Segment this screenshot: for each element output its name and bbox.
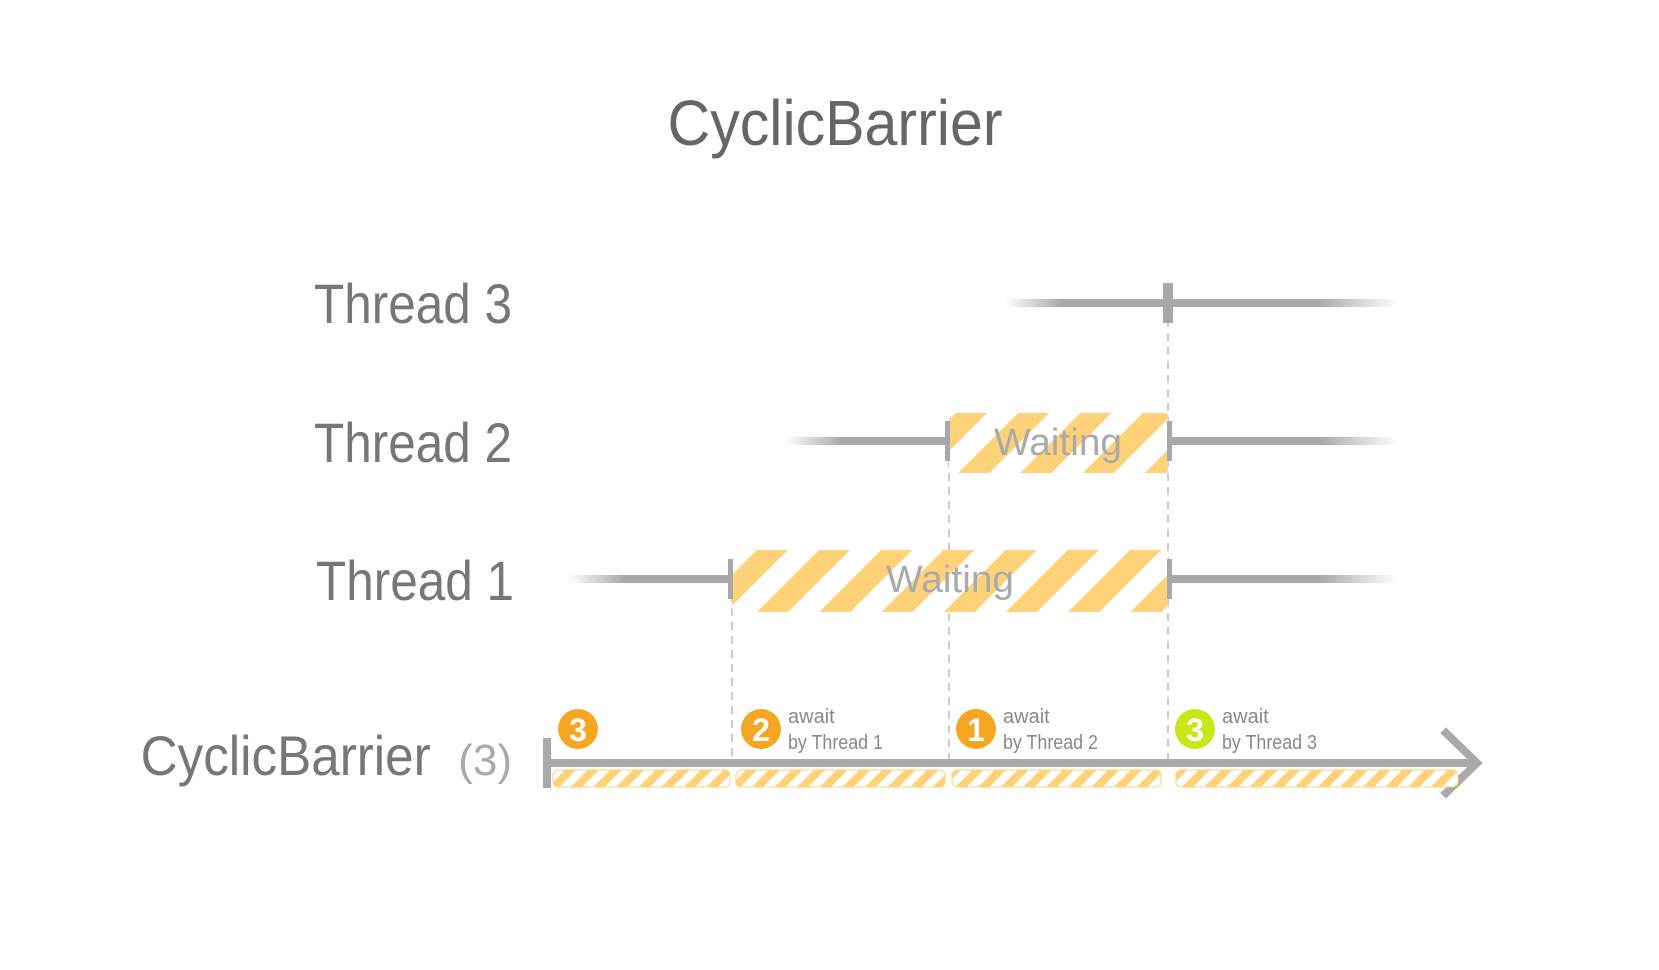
count-badge-3-initial-text: 3	[569, 712, 587, 748]
thread-2-timeline: Waiting	[785, 413, 1398, 473]
count-badge-1-text: 1	[967, 712, 985, 748]
diagram-title: CyclicBarrier	[668, 87, 1003, 159]
stage-4-by-label: by Thread 3	[1222, 732, 1317, 754]
thread-2-waiting-label: Waiting	[994, 422, 1122, 464]
thread-1-label: Thread 1	[316, 549, 514, 612]
thread-2-waiting-bar	[949, 413, 1168, 473]
thread-3-line-after	[1168, 299, 1398, 307]
thread-2-await-tick	[945, 421, 950, 461]
barrier-axis-line	[547, 759, 1477, 767]
barrier-stage-bar-3	[951, 769, 1162, 788]
stage-2-by-label: by Thread 1	[788, 732, 883, 754]
thread-3-line-before	[1005, 299, 1168, 307]
thread-3-await-tick	[1163, 283, 1173, 323]
stage-3-await-label: await	[1003, 706, 1050, 728]
thread-1-line-after	[1172, 575, 1398, 583]
count-badge-3-reset-text: 3	[1186, 712, 1204, 748]
thread-2-line-after	[1172, 437, 1398, 445]
stage-3-by-label: by Thread 2	[1003, 732, 1098, 754]
thread-2-line-before	[785, 437, 949, 445]
thread-3-timeline	[1005, 283, 1398, 323]
thread-1-await-tick	[728, 559, 733, 599]
count-badge-3-initial	[558, 709, 598, 749]
thread-2-release-tick	[1167, 421, 1172, 461]
barrier-name: CyclicBarrier	[141, 724, 431, 787]
thread-3-label: Thread 3	[314, 272, 512, 335]
barrier-stage-1: 3	[558, 709, 598, 749]
barrier-stage-bar-1	[552, 769, 731, 788]
count-badge-2	[741, 709, 781, 749]
thread-1-line-before	[568, 575, 732, 583]
stage-2-await-label: await	[788, 706, 835, 728]
barrier-stage-bar-2	[735, 769, 946, 788]
count-badge-2-text: 2	[752, 712, 770, 748]
thread-1-waiting-label: Waiting	[886, 559, 1014, 601]
count-badge-3-reset	[1175, 709, 1215, 749]
thread-1-release-tick	[1167, 559, 1172, 599]
barrier-stage-bar-4	[1175, 769, 1459, 788]
stage-4-await-label: await	[1222, 706, 1269, 728]
barrier-stage-2: 2 await by Thread 1	[741, 706, 883, 754]
barrier-stage-4: 3 await by Thread 3	[1175, 706, 1317, 754]
barrier-label: CyclicBarrier (3)	[141, 724, 512, 787]
count-badge-1	[956, 709, 996, 749]
thread-2-label: Thread 2	[314, 411, 512, 474]
barrier-count: (3)	[458, 736, 512, 785]
thread-1-waiting-bar	[732, 550, 1168, 612]
thread-1-timeline: Waiting	[568, 550, 1398, 612]
barrier-stage-3: 1 await by Thread 2	[956, 706, 1098, 754]
